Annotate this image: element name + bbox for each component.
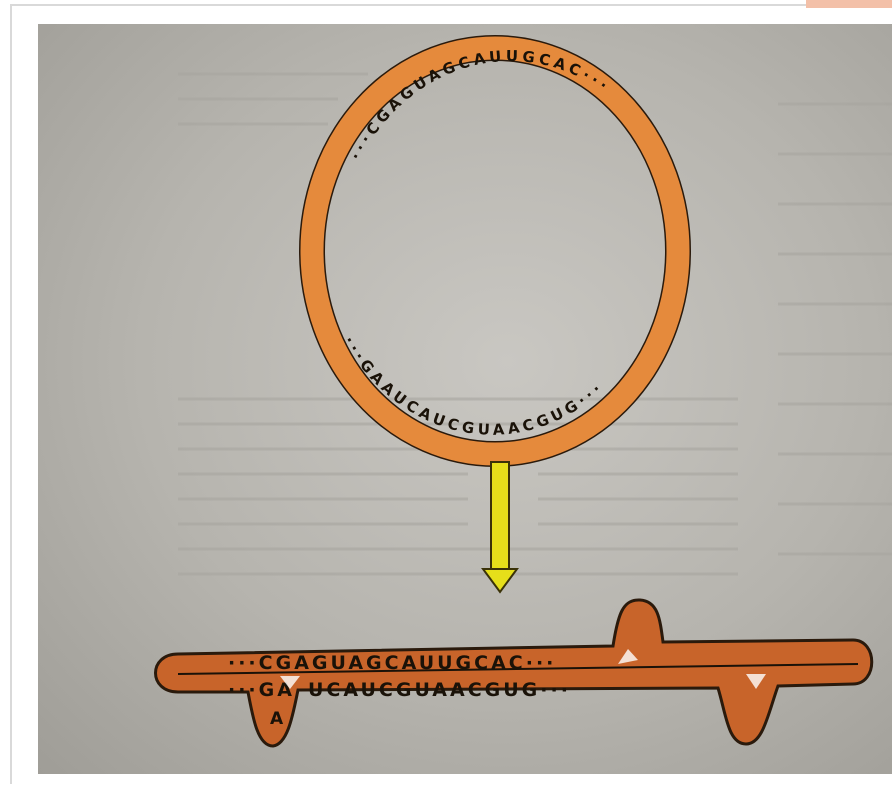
circle-band (312, 48, 678, 454)
double-strand-rna: ···CGAGUAGCAUUGCAC··· ···GA A UCAUCGUAAC… (156, 600, 872, 746)
frame-border-left (10, 4, 12, 784)
frame-border-top (10, 4, 890, 6)
strand-bottom-loop: A (270, 709, 284, 729)
textbook-photo: ···CGAGUAGCAUUGCAC··· ···GAAUCAUCGUAACGU… (38, 24, 892, 774)
background-text-lines (178, 74, 892, 574)
circular-rna: ···CGAGUAGCAUUGCAC··· ···GAAUCAUCGUAACGU… (312, 47, 678, 454)
down-arrow-icon (483, 462, 517, 592)
rna-diagram: ···CGAGUAGCAUUGCAC··· ···GAAUCAUCGUAACGU… (38, 24, 892, 774)
strand-top-sequence: ···CGAGUAGCAUUGCAC··· (228, 652, 556, 674)
corner-decoration (806, 0, 892, 8)
strand-bottom-right: UCAUCGUAACGUG··· (308, 679, 571, 701)
circle-sequence-top: ···CGAGUAGCAUUGCAC··· (347, 47, 615, 163)
